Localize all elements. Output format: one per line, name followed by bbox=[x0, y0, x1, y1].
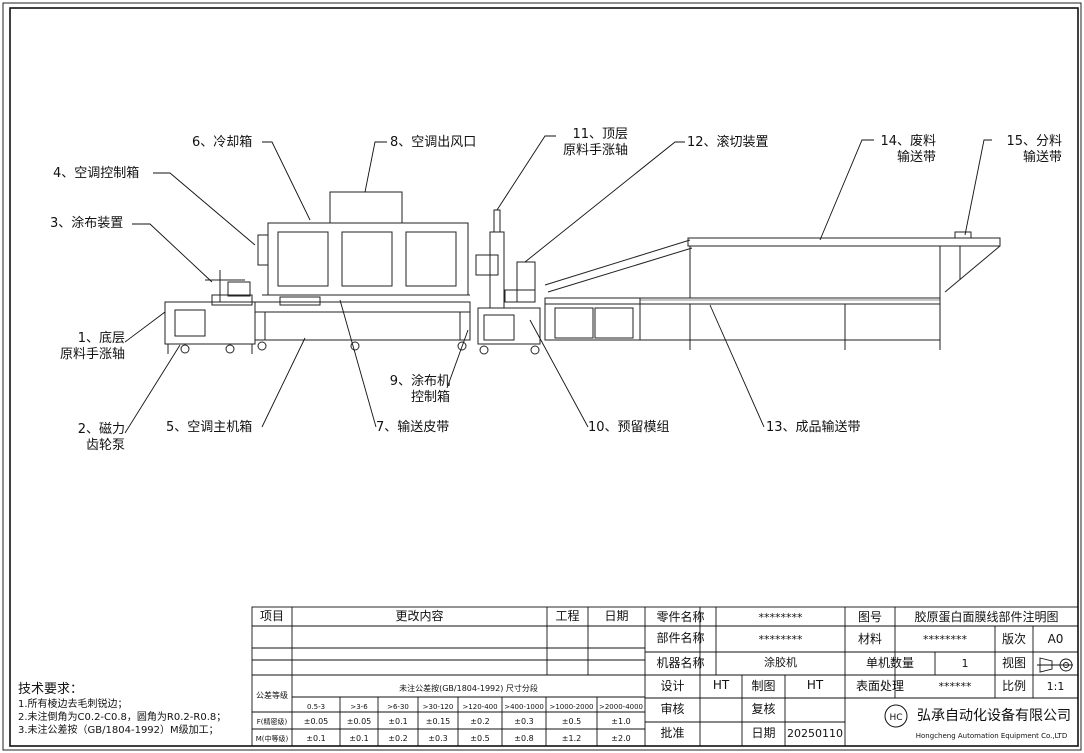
callout-13: 13、成品输送带 bbox=[766, 420, 861, 435]
drawing-no-label: 图号 bbox=[857, 610, 882, 624]
machine-name-label: 机器名称 bbox=[656, 656, 705, 670]
date-value: 20250110 bbox=[787, 727, 843, 740]
revision-engineering-header: 工程 bbox=[555, 609, 580, 623]
drafting-value: HT bbox=[806, 678, 824, 692]
tolerance-range: >6-30 bbox=[387, 703, 409, 711]
tolerance-f-value: ±0.05 bbox=[303, 717, 329, 726]
part-name-label: 零件名称 bbox=[656, 610, 705, 624]
tolerance-f-label: F(精密级) bbox=[256, 718, 288, 726]
tolerance-range: >2000-4000 bbox=[598, 703, 644, 711]
tolerance-m-label: M(中等级) bbox=[255, 735, 289, 743]
tolerance-range: >30-120 bbox=[422, 703, 454, 711]
tolerance-f-value: ±0.15 bbox=[425, 717, 451, 726]
callout-11: 11、顶层原料手涨轴 bbox=[562, 127, 628, 158]
technical-requirements: 技术要求： 1.所有棱边去毛刺锐边； 2.未注倒角为C0.2-C0.8，圆角为R… bbox=[18, 682, 227, 736]
company-name-cn: 弘承自动化设备有限公司 bbox=[917, 708, 1071, 724]
callout-10: 10、预留模组 bbox=[588, 420, 670, 435]
callout-3: 3、涂布装置 bbox=[50, 216, 124, 231]
version-value: A0 bbox=[1047, 632, 1064, 646]
qty-label: 单机数量 bbox=[865, 656, 914, 670]
company-name-en: Hongcheng Automation Equipment Co.,LTD bbox=[915, 732, 1068, 740]
svg-text:HC: HC bbox=[889, 713, 902, 723]
callout-15: 15、分料输送带 bbox=[1006, 134, 1062, 165]
tolerance-m-value: ±0.1 bbox=[306, 734, 326, 743]
tolerance-m-value: ±0.1 bbox=[349, 734, 369, 743]
callout-2: 2、磁力齿轮泵 bbox=[77, 422, 125, 453]
machine-name-value: 涂胶机 bbox=[764, 656, 797, 669]
callout-12: 12、滚切装置 bbox=[687, 135, 769, 150]
tolerance-title: 未注公差按(GB/1804-1992) 尺寸分段 bbox=[399, 684, 538, 693]
approve-label: 批准 bbox=[660, 726, 685, 740]
tolerance-m-value: ±2.0 bbox=[611, 734, 631, 743]
tolerance-f-value: ±1.0 bbox=[611, 717, 631, 726]
tolerance-range: >400-1000 bbox=[504, 703, 544, 711]
tolerance-range: >1000-2000 bbox=[549, 703, 594, 711]
callout-5: 5、空调主机箱 bbox=[166, 420, 253, 435]
scale-label: 比例 bbox=[1001, 679, 1026, 693]
callout-8: 8、空调出风口 bbox=[390, 135, 477, 150]
callout-7: 7、输送皮带 bbox=[376, 420, 450, 435]
qty-value: 1 bbox=[961, 657, 969, 670]
title-block-grid bbox=[251, 606, 1079, 747]
tolerance-m-value: ±0.2 bbox=[388, 734, 408, 743]
revision-date-header: 日期 bbox=[604, 609, 629, 623]
component-name-label: 部件名称 bbox=[656, 631, 705, 645]
tolerance-range: >3-6 bbox=[350, 703, 368, 711]
projection-symbol-icon bbox=[1037, 657, 1073, 673]
tolerance-grade-label: 公差等级 bbox=[256, 691, 288, 700]
machine-drawing bbox=[164, 191, 1001, 355]
component-name-value: ******** bbox=[758, 633, 803, 646]
tolerance-f-value: ±0.5 bbox=[561, 717, 582, 726]
material-value: ******** bbox=[923, 633, 967, 646]
design-value: HT bbox=[712, 678, 730, 692]
tolerance-range: >120-400 bbox=[462, 703, 498, 711]
tolerance-f-value: ±0.1 bbox=[388, 717, 408, 726]
view-label: 视图 bbox=[1001, 656, 1026, 670]
surface-label: 表面处理 bbox=[855, 679, 904, 693]
date-label: 日期 bbox=[751, 726, 776, 740]
tolerance-f-value: ±0.3 bbox=[514, 717, 534, 726]
callout-1: 1、底层原料手涨轴 bbox=[59, 331, 125, 362]
review-label: 审核 bbox=[660, 702, 685, 716]
callout-6: 6、冷却箱 bbox=[192, 135, 253, 150]
recheck-label: 复核 bbox=[751, 702, 776, 716]
revision-content-header: 更改内容 bbox=[395, 609, 444, 623]
tolerance-m-value: ±0.5 bbox=[470, 734, 490, 743]
drafting-label: 制图 bbox=[751, 679, 776, 693]
revision-item-header: 项目 bbox=[259, 609, 284, 623]
design-label: 设计 bbox=[660, 679, 685, 693]
tolerance-m-value: ±0.8 bbox=[514, 734, 534, 743]
part-name-value: ******** bbox=[758, 611, 803, 624]
tolerance-f-value: ±0.2 bbox=[470, 717, 490, 726]
callout-9: 9、涂布机控制箱 bbox=[389, 374, 450, 405]
company-logo: HC bbox=[884, 704, 908, 728]
callout-14: 14、废料输送带 bbox=[880, 134, 936, 165]
surface-value: ****** bbox=[938, 680, 972, 693]
callout-4: 4、空调控制箱 bbox=[53, 166, 140, 181]
drawing-title: 胶原蛋白面膜线部件注明图 bbox=[914, 610, 1059, 624]
tolerance-m-value: ±0.3 bbox=[428, 734, 448, 743]
version-label: 版次 bbox=[1001, 632, 1026, 646]
leader-lines bbox=[124, 135, 992, 434]
tolerance-m-value: ±1.2 bbox=[561, 734, 582, 743]
material-label: 材料 bbox=[857, 632, 882, 646]
scale-value: 1:1 bbox=[1046, 680, 1065, 693]
tolerance-range: 0.5-3 bbox=[306, 703, 326, 711]
tolerance-f-value: ±0.05 bbox=[346, 717, 372, 726]
